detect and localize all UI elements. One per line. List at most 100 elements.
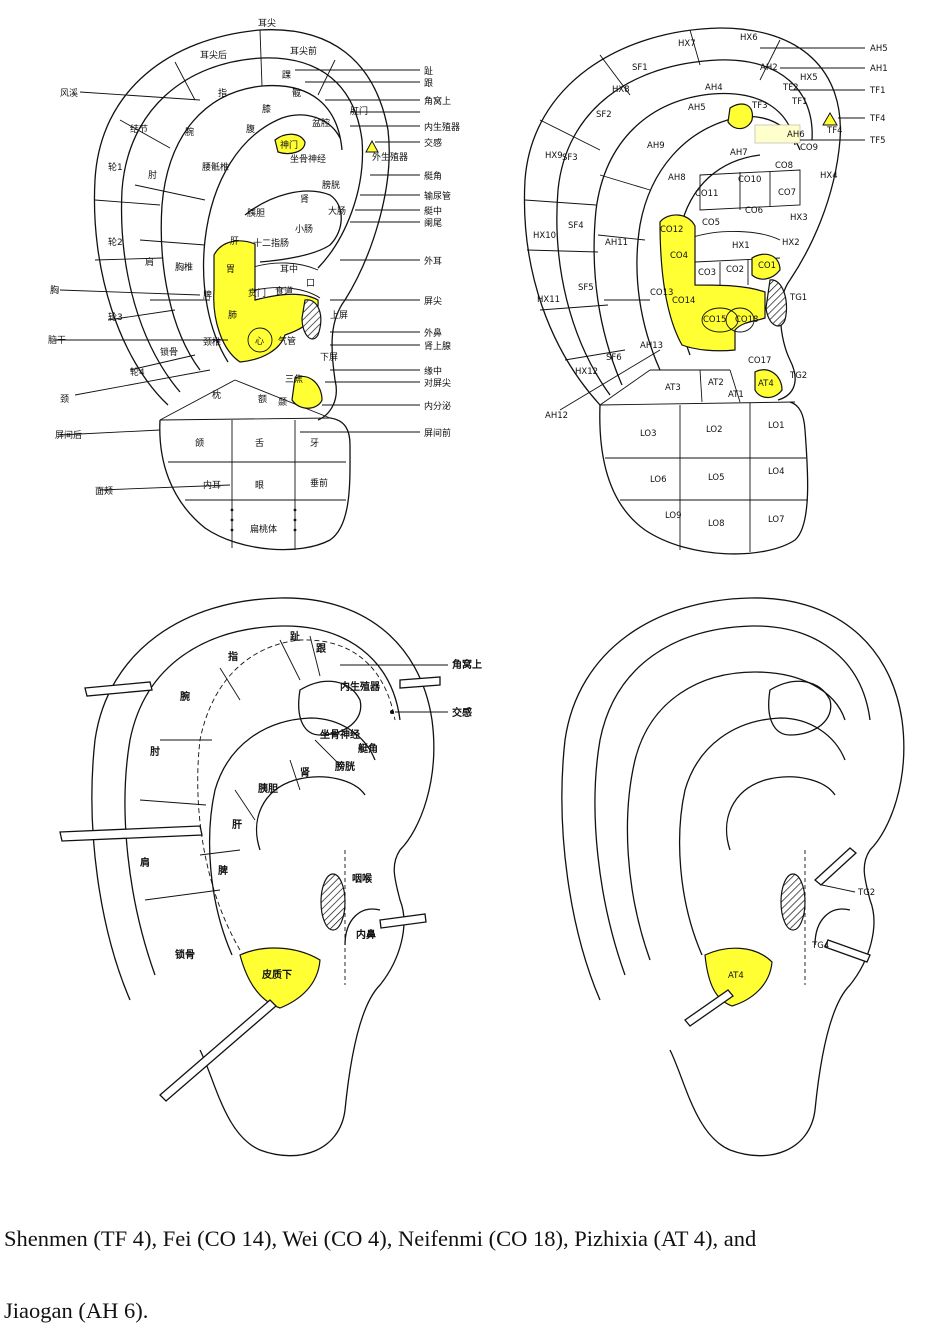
p2-label: AT2 [708,378,724,388]
p1-label: 心 [255,336,264,347]
panel-4-ear-needles-codes: TG2 TG4 AT4 [561,597,905,1157]
p1-label: 面颊 [95,485,113,497]
p2-label: TG1 [789,293,807,303]
p1-label: 下屏 [320,352,338,363]
p2-label: HX4 [820,171,838,181]
p2-label: LO6 [650,475,667,485]
p1-label: 食道 [275,285,293,297]
p2-label: AH9 [647,141,665,151]
p1-scapha-inner [160,84,343,371]
p3-label: 艇角 [357,742,378,755]
p2-label: CO18 [735,315,758,325]
p2-label: TF2 [782,83,799,93]
p1-label: 腹 [246,123,255,135]
p1-label: 内耳 [203,479,221,491]
p2-label: LO9 [665,511,682,521]
p4-highlight-at4 [704,947,773,1007]
p2-label: AT3 [665,383,681,393]
p1-label: 肝 [230,236,239,247]
p1-label: 肛门 [350,105,368,117]
p2-label: CO1 [758,261,776,271]
p2-label: LO7 [768,515,785,525]
p1-label: 踝 [282,70,291,81]
p2-label: SF2 [596,110,612,120]
p1-label: 肾 [300,194,309,205]
p2-label: LO3 [640,429,657,439]
p2-label: HX9 [545,151,563,161]
p2-label: HX6 [740,33,758,43]
p3-label: 肘 [150,745,160,758]
p1-label: 耳尖前 [290,45,317,57]
p1-label: 大肠 [328,205,346,217]
p2-label: CO11 [695,189,718,199]
p2-label: AH5 [688,103,706,113]
p2-label: HX7 [678,39,696,49]
p1-label: 扁桃体 [250,523,277,535]
p1-label: 耳尖 [258,17,276,29]
p3-label: 指 [228,650,238,663]
p1-label: 外鼻 [424,327,442,339]
p1-concha [244,190,342,263]
p2-label: AH13 [640,341,663,351]
p1-label: 肾上腺 [424,340,451,352]
p2-label: AH4 [705,83,723,93]
p2-label: CO8 [775,161,793,171]
p1-label: 腰骶椎 [202,161,229,173]
p2-label: SF5 [578,283,594,293]
p2-label: TF1 [869,86,886,96]
p1-label: 输尿管 [424,190,451,202]
p2-label: SF4 [568,221,584,231]
p1-label: 阑尾 [424,217,442,229]
p1-label: 肩 [145,256,154,268]
p1-label: 牙 [310,438,319,449]
p3-label: 角窝上 [452,658,482,671]
p3-label: 内生殖器 [340,680,381,693]
p1-label: 贲门 [248,287,266,299]
p1-label: 艇角 [424,170,442,182]
p2-label: LO5 [708,473,725,483]
p1-label: 颈 [60,394,69,405]
p2-label: LO4 [768,467,785,477]
p1-label: 腕 [185,126,194,138]
p2-label: AH5 [870,44,888,54]
p4-label: TG2 [857,888,875,898]
p1-label: 胸 [50,284,59,296]
p2-label: AH6 [787,130,805,140]
p1-label: 指 [218,87,227,99]
p1-label: 风溪 [60,87,78,99]
p2-label: CO9 [800,143,818,153]
p2-label: HX8 [612,85,630,95]
p1-label: 锁骨 [160,346,178,358]
p3-highlight-pizhixia [239,947,321,1009]
p3-label: 肩 [140,856,150,869]
p1-label: 艇中 [424,205,442,217]
p1-label: 结节 [130,123,148,135]
p1-highlight-endocrine [291,376,323,409]
p1-highlight-concha [213,240,319,363]
p2-label: CO5 [702,218,720,228]
p1-label: 髋 [292,87,301,99]
p2-label: HX2 [782,238,800,248]
p2-label: CO3 [698,268,716,278]
p3-label: 内鼻 [356,928,376,941]
p1-label: 胰胆 [247,207,265,219]
p1-label: 趾 [424,65,433,77]
p2-label: CO2 [726,265,744,275]
p3-label: 交感 [452,706,472,719]
p1-label: 脾 [203,289,212,301]
p2-label: CO14 [672,296,695,306]
p3-label: 肝 [232,819,242,831]
p2-label: TF3 [751,101,768,111]
p1-label: 颌 [195,437,204,449]
p2-label: CO15 [703,315,726,325]
p1-label: 轮4 [130,366,145,378]
p4-outer-ear [561,597,905,1157]
p1-label: 颈椎 [203,336,221,348]
p1-label: 角窝上 [424,95,451,107]
p1-label: 胃 [226,264,235,275]
p2-label: CO7 [778,188,796,198]
p3-label: 腕 [180,690,190,703]
p2-label: LO2 [706,425,723,435]
p2-outer-helix [523,27,841,406]
p3-label: 皮质下 [261,968,292,981]
